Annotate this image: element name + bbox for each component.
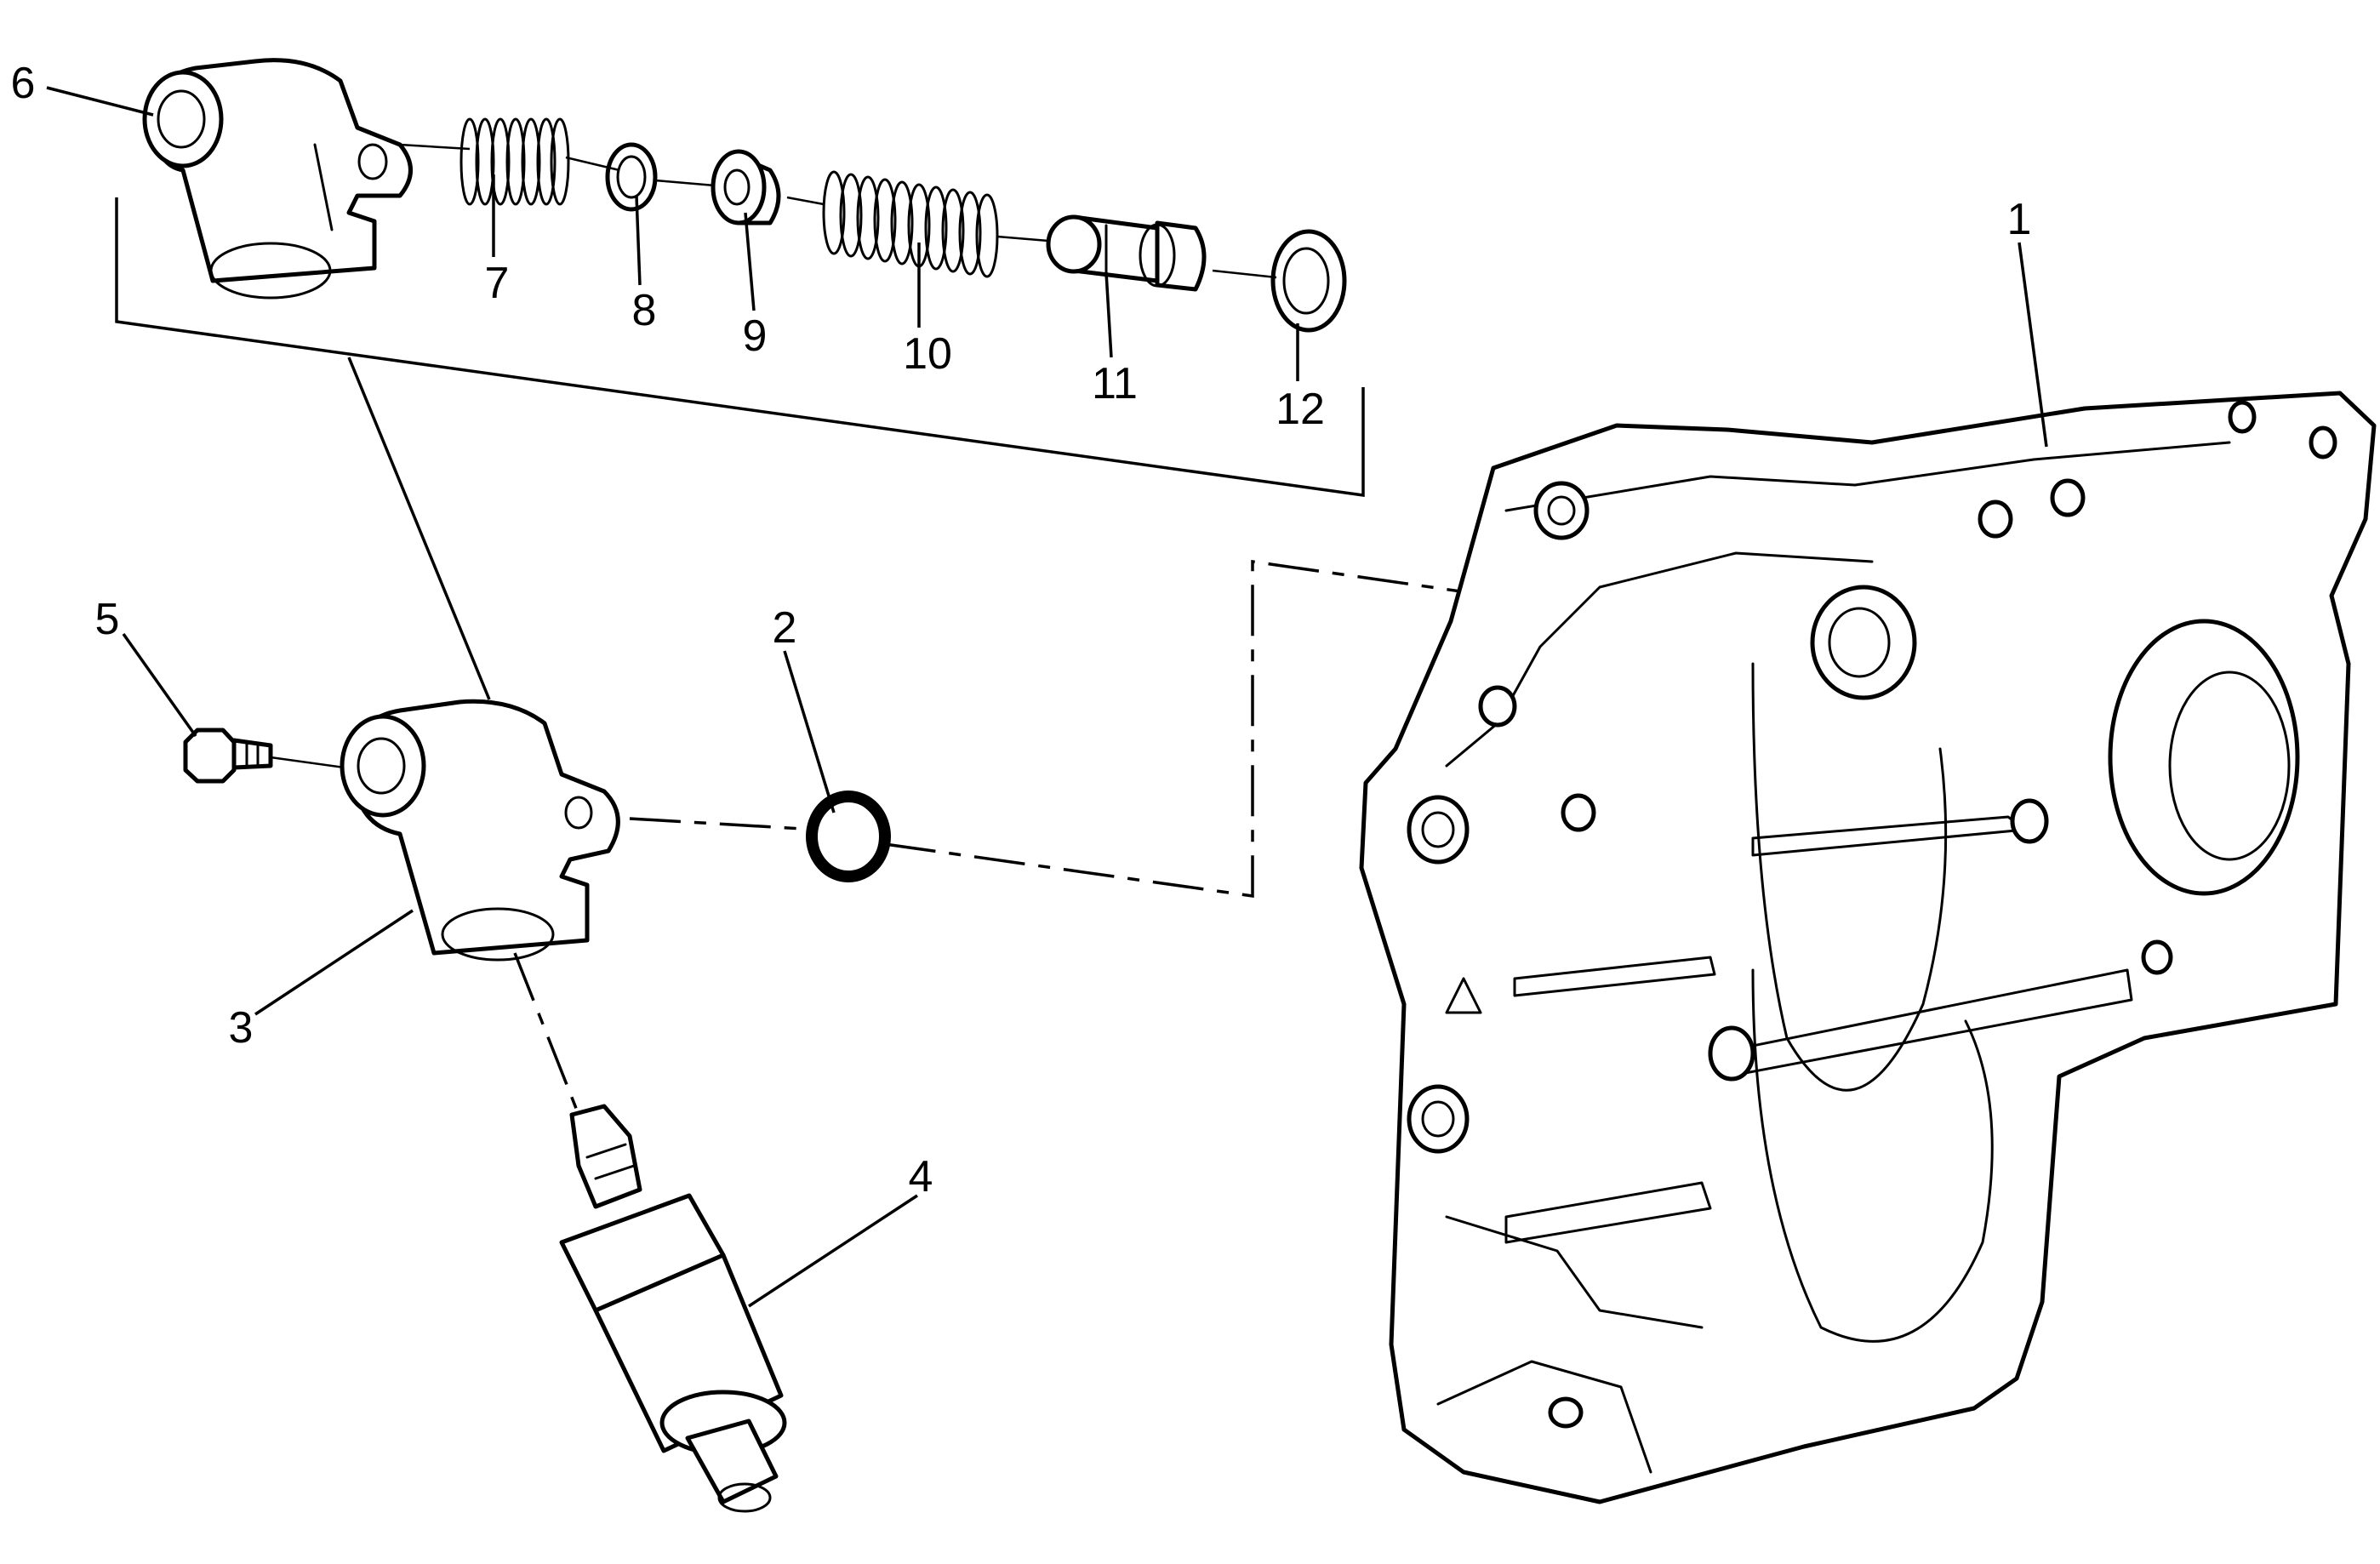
part-2-o-ring (806, 791, 891, 882)
callout-8: 8 (632, 286, 657, 335)
part-6-valve-body (142, 58, 413, 300)
callout-5: 5 (95, 595, 120, 644)
callout-7: 7 (485, 259, 510, 308)
callout-11: 11 (1092, 359, 1138, 408)
callout-1: 1 (2007, 195, 2032, 244)
part-9-spacer (711, 149, 781, 225)
subassembly-bracket (115, 197, 1365, 700)
part-5-bolt (183, 728, 273, 784)
callout-2: 2 (773, 603, 797, 653)
part-3-valve-body (340, 699, 620, 962)
part-12-seal-ring (1270, 229, 1347, 333)
part-11-valve (1046, 214, 1207, 292)
callout-labels: 1 2 3 4 5 6 7 8 9 10 11 12 (11, 59, 2032, 1202)
part-4-sensor (559, 1104, 787, 1513)
callout-12: 12 (1276, 385, 1325, 434)
callout-4: 4 (909, 1152, 933, 1202)
callout-9: 9 (743, 311, 768, 361)
part-7-spring (459, 117, 570, 206)
leader-lines (46, 86, 2048, 1308)
part-8-ring (605, 142, 658, 212)
callout-3: 3 (229, 1003, 254, 1053)
callout-10: 10 (903, 329, 952, 379)
part-1-housing (1359, 391, 2377, 1504)
part-10-spring (822, 170, 999, 278)
callout-6: 6 (11, 59, 36, 108)
